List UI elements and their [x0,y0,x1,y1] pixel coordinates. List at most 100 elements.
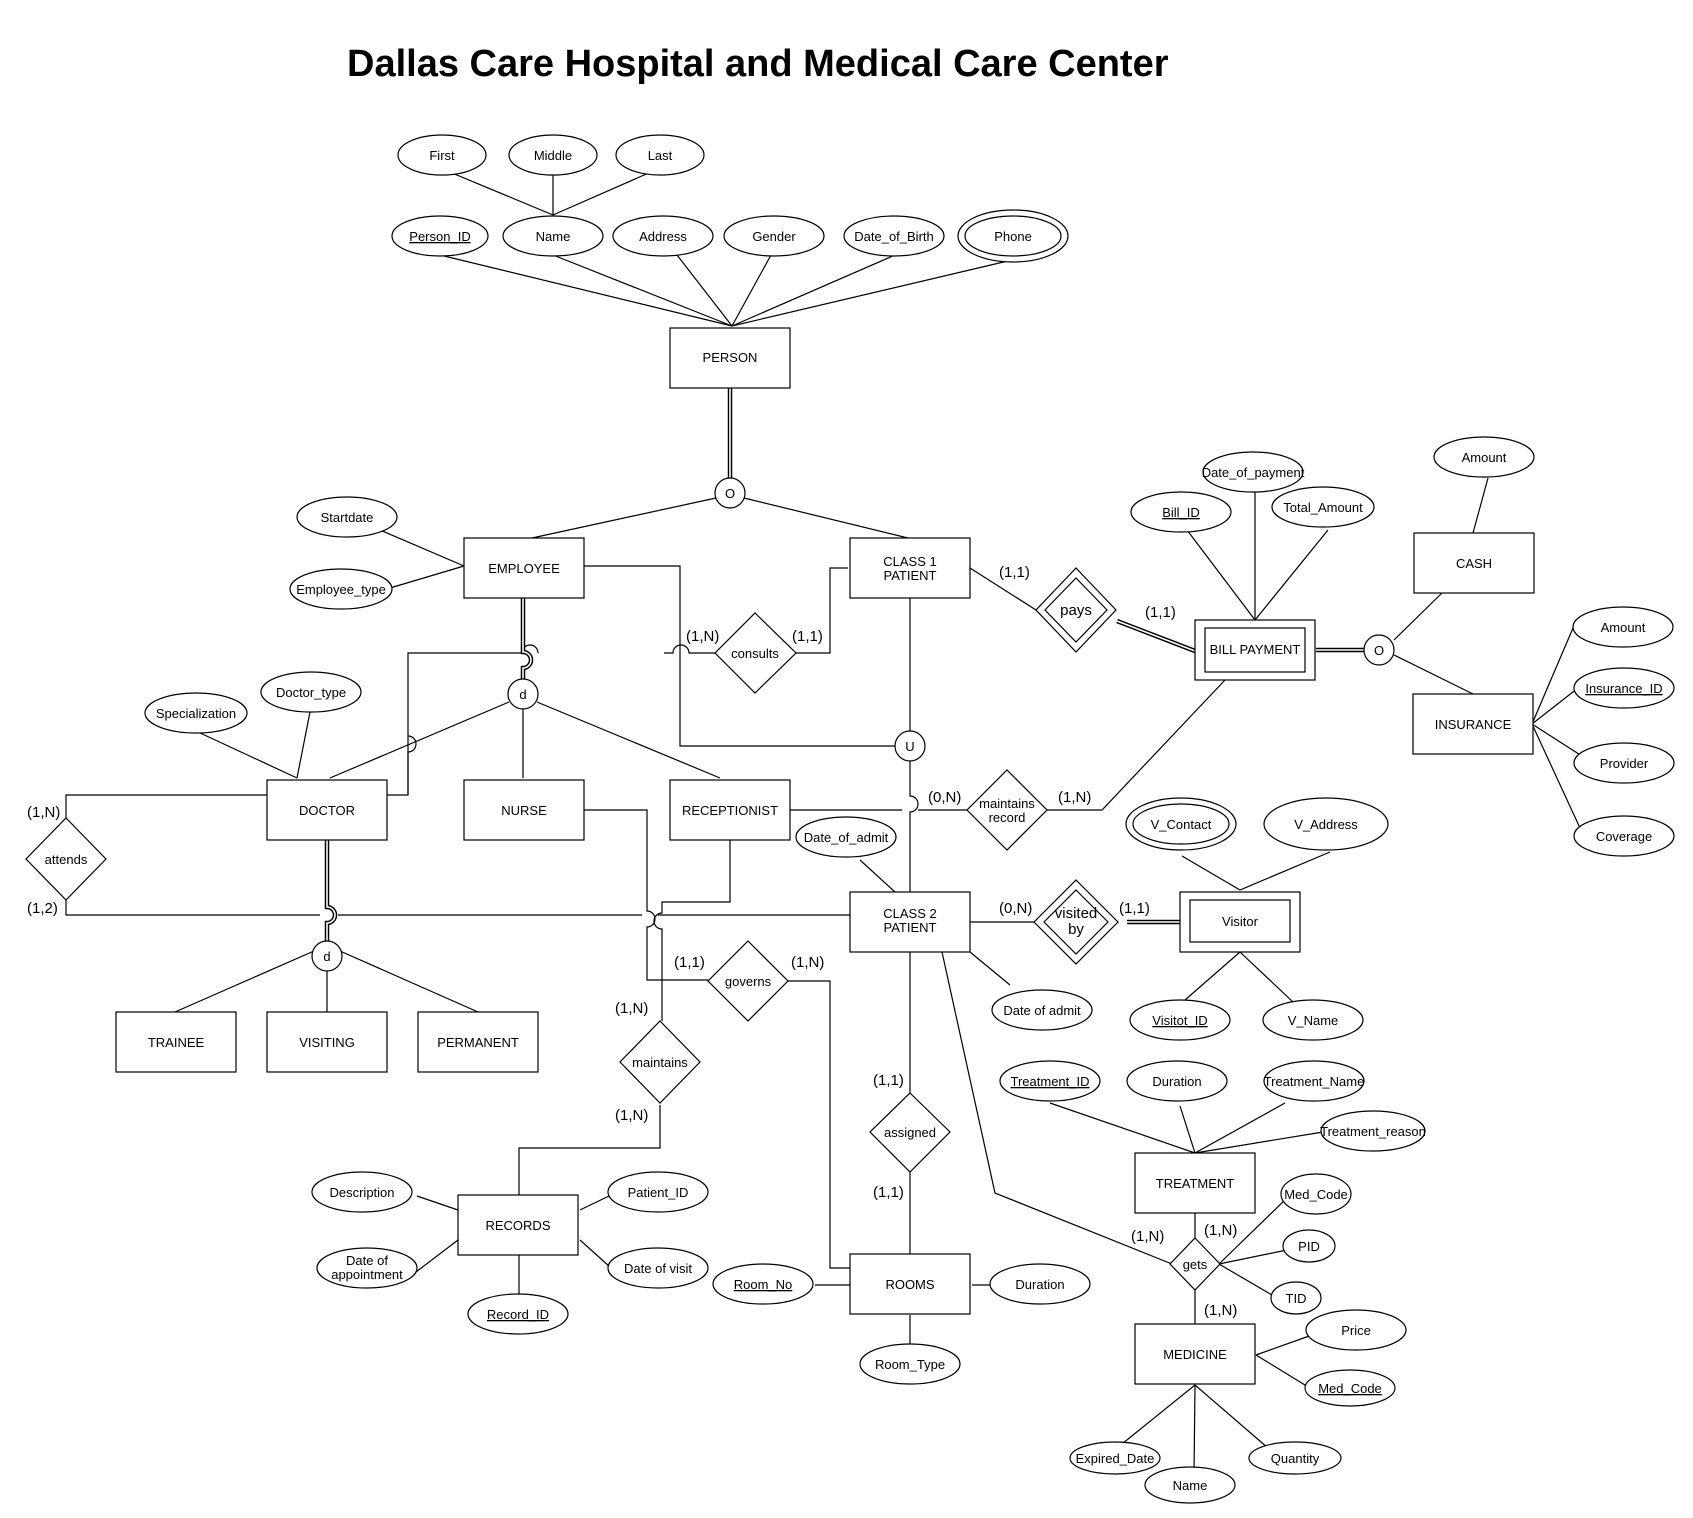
attr-quantity-label: Quantity [1271,1451,1320,1466]
attr-v-address[interactable]: V_Address [1263,797,1389,851]
attr-coverage[interactable]: Coverage [1573,815,1675,857]
rel-visited-by[interactable]: visited by [1033,879,1119,965]
entity-visitor[interactable]: Visitor [1179,891,1301,953]
attr-name[interactable]: Name [502,215,604,257]
entity-bill-payment-label: BILL PAYMENT [1210,642,1301,657]
attr-room-no-label: Room_No [734,1277,793,1292]
attr-gender[interactable]: Gender [723,215,825,257]
attr-last[interactable]: Last [615,134,705,176]
attr-quantity[interactable]: Quantity [1248,1441,1342,1475]
rel-attends[interactable]: attends [25,817,107,901]
attr-bill-id[interactable]: Bill_ID [1130,491,1232,533]
spec-doctor-disjoint[interactable]: d [311,940,343,972]
attr-gets-med-code[interactable]: Med_Code [1280,1173,1352,1215]
attr-person-id[interactable]: Person_ID [391,215,489,257]
entity-nurse-label: NURSE [501,803,547,818]
attr-treatment-name[interactable]: Treatment_Name [1263,1060,1365,1102]
attr-address-label: Address [639,229,687,244]
attr-v-contact[interactable]: V_Contact [1125,797,1237,851]
attr-description[interactable]: Description [311,1171,413,1213]
attr-treatment-id[interactable]: Treatment_ID [999,1060,1101,1102]
attr-doctor-type[interactable]: Doctor_type [260,671,362,713]
attr-date-of-admit-2[interactable]: Date of admit [991,989,1093,1031]
spec-person-overlap[interactable]: O [714,477,746,509]
attr-specialization[interactable]: Specialization [144,692,248,734]
entity-nurse[interactable]: NURSE [463,779,585,841]
card-attends-bottom: (1,2) [27,900,58,917]
rel-gets[interactable]: gets [1169,1237,1221,1291]
attr-startdate[interactable]: Startdate [296,496,398,538]
rel-assigned[interactable]: assigned [869,1092,951,1173]
rel-pays[interactable]: pays [1035,567,1117,653]
attr-total-amount[interactable]: Total_Amount [1271,486,1375,528]
attr-pid-label: PID [1298,1239,1320,1254]
attr-date-of-birth-label: Date_of_Birth [854,229,934,244]
attr-date-of-payment[interactable]: Date_of_payment [1202,451,1305,493]
attr-expired-date-label: Expired_Date [1076,1451,1155,1466]
entity-trainee[interactable]: TRAINEE [115,1011,237,1073]
card-gets-bottom: (1,N) [1204,1302,1237,1319]
attr-visitor-id[interactable]: Visitot_ID [1129,999,1231,1041]
attr-first[interactable]: First [397,134,487,176]
entity-visiting[interactable]: VISITING [266,1011,388,1073]
attr-visitor-id-label: Visitot_ID [1152,1013,1207,1028]
attr-treatment-reason[interactable]: Treatment_reason [1320,1110,1426,1152]
entity-permanent[interactable]: PERMANENT [417,1011,539,1073]
attr-provider[interactable]: Provider [1573,742,1675,784]
attr-first-label: First [429,148,455,163]
attr-record-id[interactable]: Record_ID [467,1293,569,1335]
attr-date-of-birth[interactable]: Date_of_Birth [843,215,945,257]
entity-class1-patient[interactable]: CLASS 1 PATIENT [849,537,971,599]
attr-v-name[interactable]: V_Name [1262,999,1364,1041]
entity-employee[interactable]: EMPLOYEE [463,537,585,599]
attr-room-no[interactable]: Room_No [712,1263,814,1305]
entity-medicine[interactable]: MEDICINE [1134,1323,1256,1385]
entity-class2-patient[interactable]: CLASS 2 PATIENT [849,891,971,953]
attr-insurance-amount[interactable]: Amount [1572,606,1674,648]
rel-visited-by-line2: by [1068,921,1084,938]
spec-patient-union-label: U [905,739,914,754]
card-governs-left: (1,1) [674,954,705,971]
entity-records[interactable]: RECORDS [457,1194,579,1256]
attr-medicine-name[interactable]: Name [1144,1466,1236,1504]
attr-med-code[interactable]: Med_Code [1304,1369,1396,1407]
rel-maintains-record-line2: record [989,810,1026,825]
entity-rooms[interactable]: ROOMS [849,1253,971,1315]
attr-v-name-label: V_Name [1288,1013,1339,1028]
attr-treatment-id-label: Treatment_ID [1011,1074,1090,1089]
entity-person[interactable]: PERSON [669,327,791,389]
attr-room-duration[interactable]: Duration [989,1263,1091,1305]
attr-price[interactable]: Price [1305,1309,1407,1351]
rel-maintains[interactable]: maintains [619,1020,701,1104]
attr-treatment-duration[interactable]: Duration [1126,1060,1228,1102]
attr-middle[interactable]: Middle [508,134,598,176]
entity-doctor[interactable]: DOCTOR [266,779,388,841]
spec-payment-overlap[interactable]: O [1363,634,1395,666]
entity-insurance[interactable]: INSURANCE [1412,693,1534,755]
attr-startdate-label: Startdate [321,510,374,525]
entity-bill-payment[interactable]: BILL PAYMENT [1194,619,1316,681]
attr-address[interactable]: Address [612,215,714,257]
attr-pid[interactable]: PID [1282,1229,1336,1263]
attr-insurance-id[interactable]: Insurance_ID [1573,667,1675,709]
attr-expired-date[interactable]: Expired_Date [1069,1441,1161,1475]
entity-permanent-label: PERMANENT [437,1035,519,1050]
rel-consults[interactable]: consults [714,612,797,694]
entity-cash[interactable]: CASH [1413,532,1535,594]
rel-maintains-record[interactable]: maintains record [966,769,1048,851]
attr-patient-id[interactable]: Patient_ID [607,1171,709,1213]
spec-patient-union[interactable]: U [894,730,926,762]
spec-payment-overlap-label: O [1374,643,1384,658]
attr-date-of-visit[interactable]: Date of visit [607,1247,709,1289]
spec-employee-disjoint[interactable]: d [507,678,539,710]
attr-room-type[interactable]: Room_Type [859,1343,961,1385]
entity-receptionist[interactable]: RECEPTIONIST [669,779,791,841]
attr-phone[interactable]: Phone [957,209,1069,263]
entity-treatment[interactable]: TREATMENT [1134,1152,1256,1214]
attr-tid[interactable]: TID [1270,1281,1322,1315]
attr-date-of-admit-1[interactable]: Date_of_admit [795,816,897,858]
attr-cash-amount[interactable]: Amount [1433,436,1535,478]
attr-employee-type[interactable]: Employee_type [289,568,393,610]
rel-governs[interactable]: governs [707,940,789,1022]
